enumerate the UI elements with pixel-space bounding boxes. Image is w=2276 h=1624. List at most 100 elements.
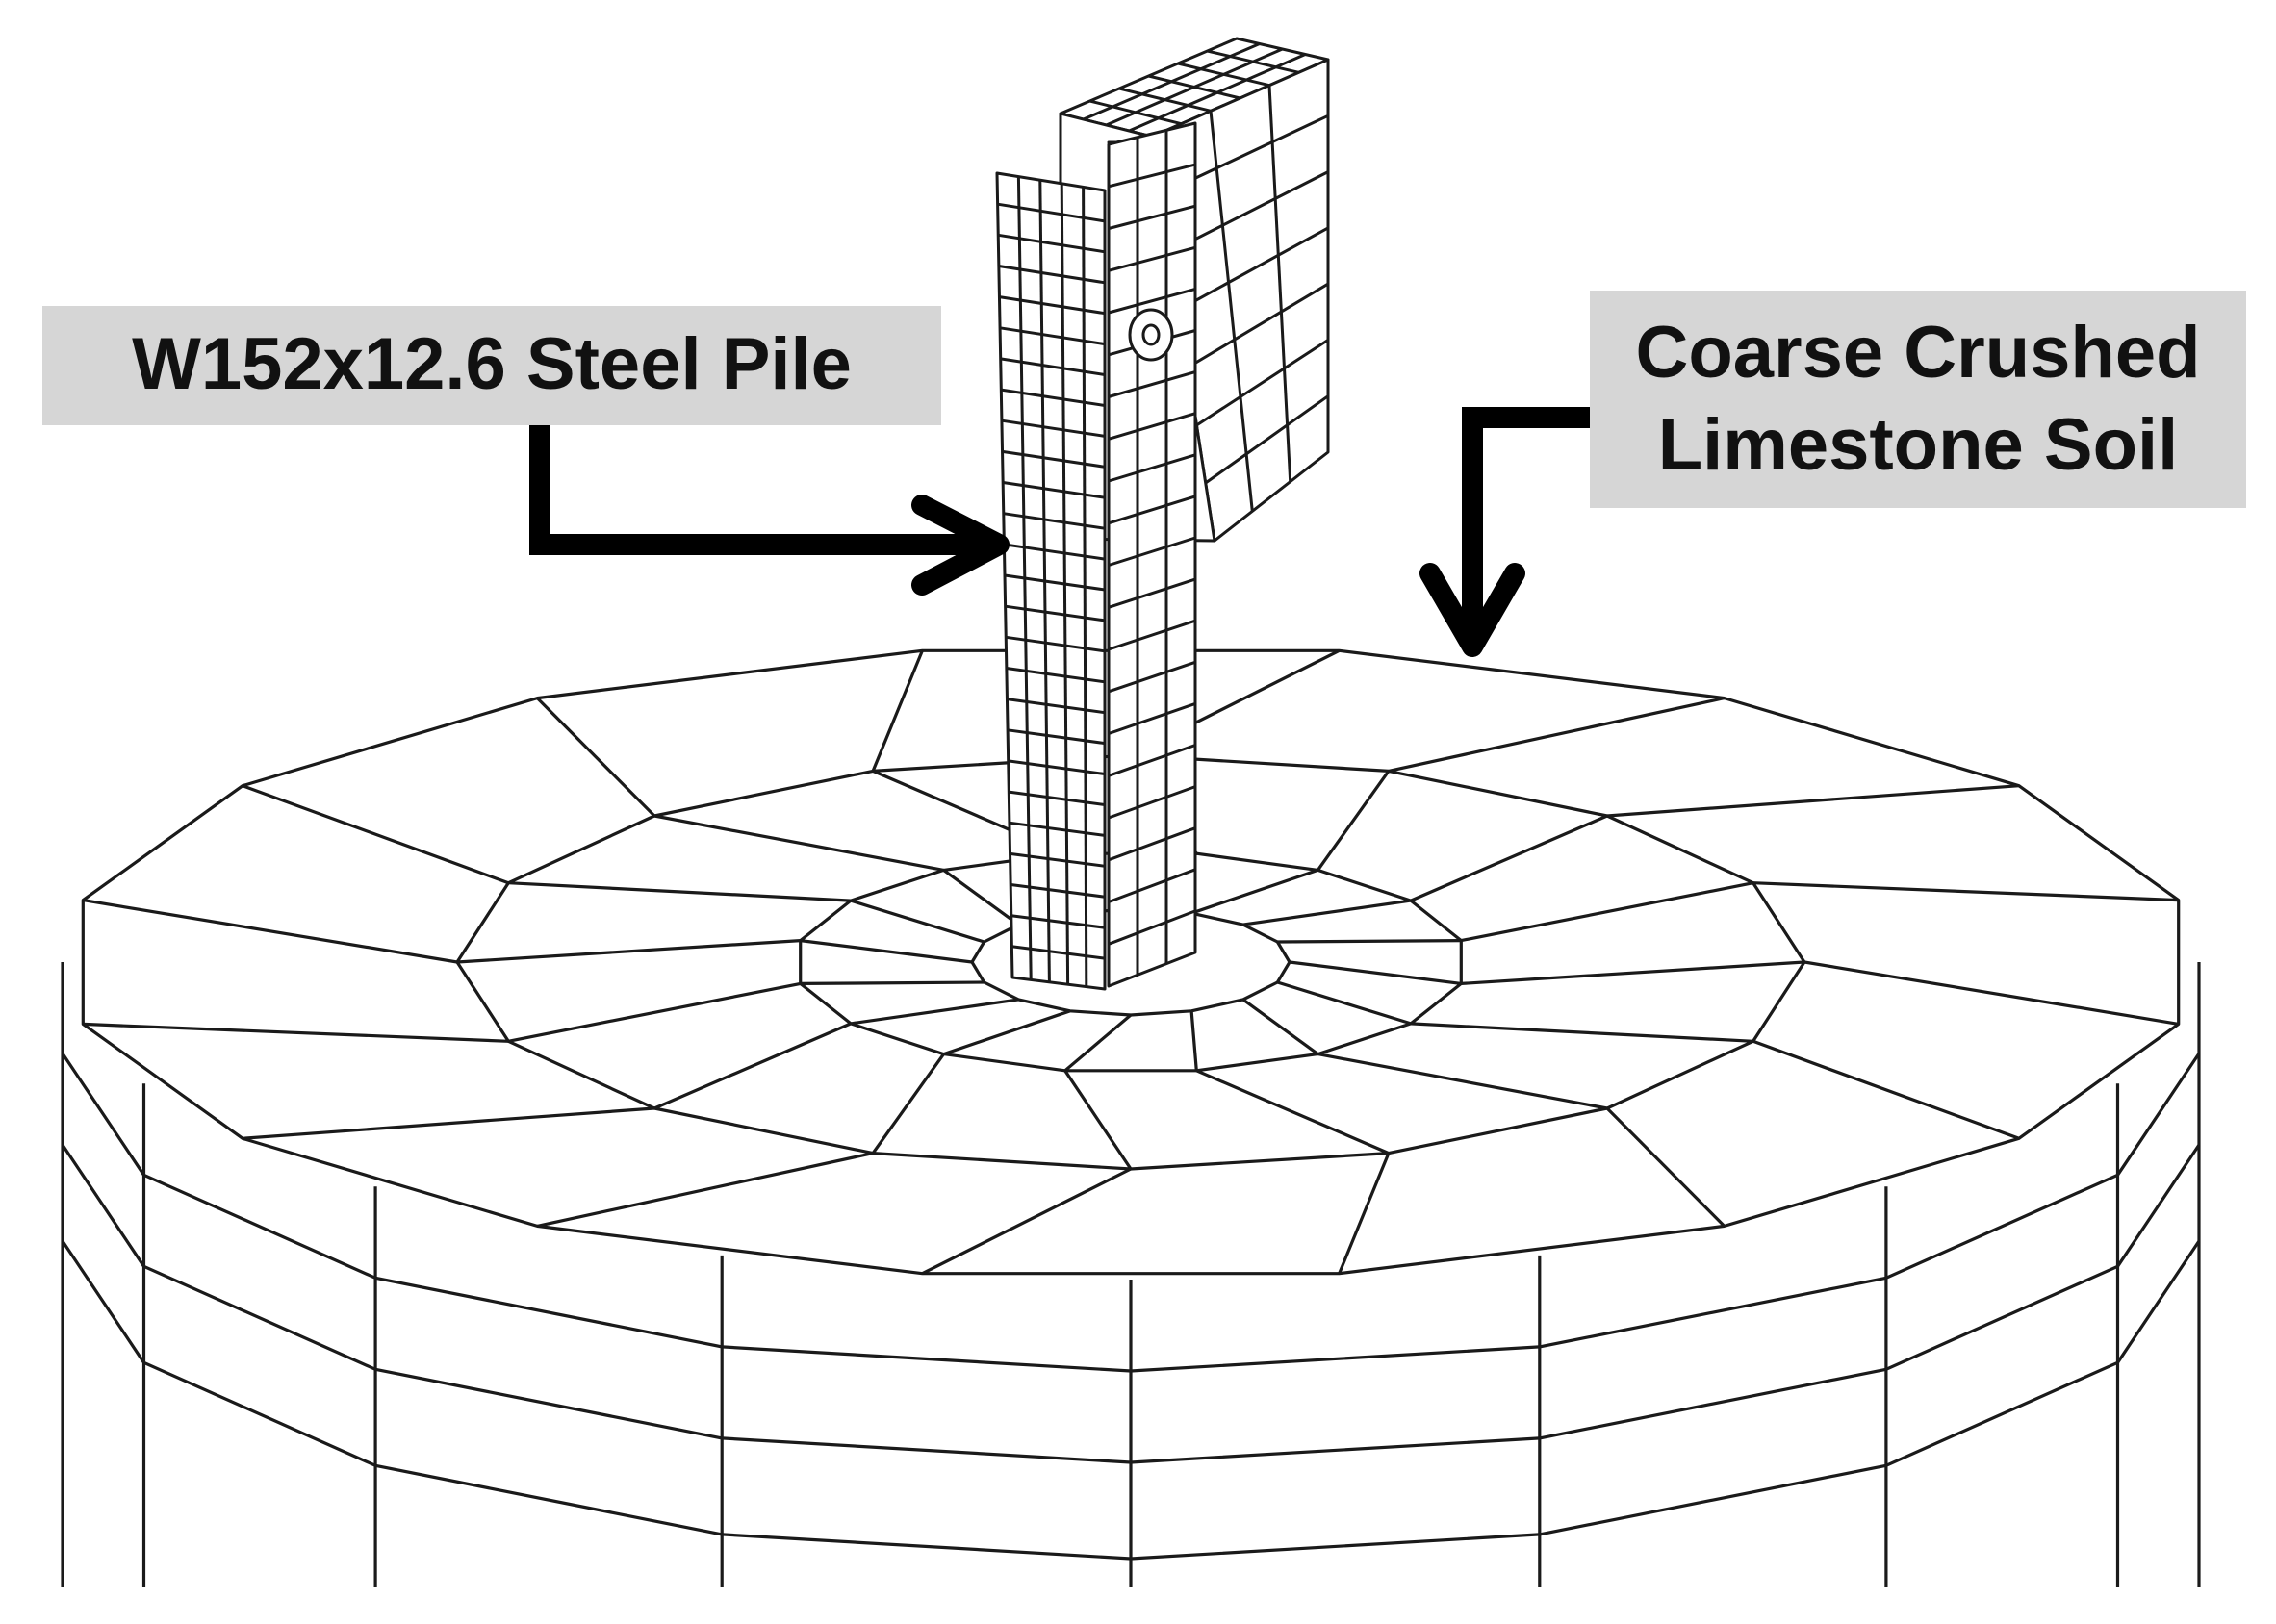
soil-mesh-spoke bbox=[1063, 1013, 1133, 1073]
pile-web-grid bbox=[1108, 868, 1196, 903]
pile-back-top-grid bbox=[1128, 53, 1306, 133]
pile-back-top-grid bbox=[1083, 42, 1261, 121]
pile-web-grid bbox=[1108, 204, 1196, 230]
load-point-marker-inner bbox=[1141, 323, 1161, 346]
soil-mesh-spoke bbox=[1317, 770, 1391, 872]
pile-front-flange-grid bbox=[1004, 543, 1106, 561]
pile-web-grid bbox=[1108, 909, 1196, 946]
soil-mesh-spoke bbox=[507, 981, 802, 1043]
pile-web-grid bbox=[1108, 453, 1196, 483]
pile-label: W152x12.6 Steel Pile bbox=[42, 306, 941, 425]
pile-label-arrow bbox=[529, 425, 991, 555]
soil-mesh-spoke bbox=[800, 980, 985, 985]
soil-mesh-spoke bbox=[1241, 998, 1319, 1055]
pile-front-flange-grid bbox=[1005, 604, 1106, 622]
soil-mesh-spoke bbox=[1317, 1053, 1608, 1110]
soil-mesh-spoke bbox=[1460, 881, 1754, 943]
soil-mesh-spoke bbox=[653, 814, 944, 872]
soil-mesh-spoke bbox=[1338, 1152, 1391, 1275]
pile-web-grid bbox=[1108, 163, 1196, 189]
soil-mesh-spoke bbox=[871, 1053, 945, 1155]
soil-mesh-spoke bbox=[871, 649, 924, 773]
soil-label-box bbox=[1590, 291, 2246, 508]
soil-mesh-spoke bbox=[942, 869, 1020, 926]
pile-arrowhead bbox=[911, 495, 1010, 596]
soil-mesh-spoke bbox=[921, 1167, 1132, 1276]
pile-label-box bbox=[42, 306, 941, 425]
pile-front-flange-grid bbox=[999, 295, 1106, 316]
soil-mesh-spoke bbox=[1388, 697, 1726, 773]
pile-front-flange-grid bbox=[1010, 883, 1106, 899]
pile-web-grid bbox=[1108, 577, 1196, 609]
pile-front-flange-grid bbox=[1010, 851, 1106, 868]
soil-mesh-spoke bbox=[1289, 960, 1462, 985]
soil-mesh-spoke bbox=[536, 697, 656, 818]
soil-mesh-spoke bbox=[1276, 980, 1412, 1026]
soil-mesh-spoke bbox=[83, 899, 458, 964]
pile-web-grid bbox=[1108, 536, 1196, 567]
soil-label-arrow bbox=[1462, 407, 1590, 643]
load-point-marker bbox=[1128, 308, 1174, 362]
soil-mesh-spoke bbox=[83, 1022, 509, 1043]
pile-web-grid bbox=[1108, 370, 1196, 398]
soil-mesh-spoke bbox=[1190, 868, 1318, 915]
soil-mesh-spoke bbox=[242, 784, 509, 885]
soil-mesh-spoke bbox=[1752, 1039, 2020, 1140]
pile-web-grid bbox=[1108, 619, 1196, 651]
soil-label: Coarse Crushed Limestone Soil bbox=[1590, 291, 2246, 508]
pile-front-flange-grid bbox=[1009, 790, 1106, 806]
soil-mesh-spoke bbox=[1606, 784, 2020, 818]
pile-web-grid bbox=[1108, 744, 1196, 777]
soil-mesh-spoke bbox=[242, 1106, 655, 1140]
pile-front-flange-grid bbox=[1008, 759, 1106, 775]
pile-web-grid bbox=[1108, 495, 1196, 525]
soil-mesh-spoke bbox=[850, 998, 1019, 1026]
pile-web-grid bbox=[1108, 245, 1196, 272]
soil-mesh-spoke bbox=[1461, 960, 1805, 985]
soil-label-line2: Limestone Soil bbox=[1658, 404, 2179, 486]
soil-mesh-spoke bbox=[850, 899, 985, 944]
pile-label-text: W152x12.6 Steel Pile bbox=[132, 323, 852, 405]
pile-front-flange-grid bbox=[999, 326, 1106, 346]
pile-front-flange-grid bbox=[1004, 573, 1106, 592]
pile-front-flange-grid bbox=[1007, 728, 1106, 746]
pile-back-right-grid bbox=[1267, 85, 1292, 482]
soil-mesh-spoke bbox=[1195, 1069, 1390, 1155]
pile-front-flange-grid bbox=[1001, 419, 1106, 438]
soil-mesh-spoke bbox=[1803, 960, 2179, 1026]
pile-front-flange-grid bbox=[1005, 635, 1106, 653]
soil-mesh-spoke bbox=[508, 881, 852, 902]
soil-mesh-layer-line bbox=[61, 1240, 2201, 1561]
soil-arrowhead bbox=[1419, 563, 1525, 657]
soil-label-line1: Coarse Crushed bbox=[1635, 312, 2200, 393]
soil-mesh-spoke bbox=[1189, 1010, 1198, 1071]
soil-mesh-spoke bbox=[800, 939, 973, 964]
steel-pile-mesh bbox=[995, 37, 1330, 991]
pile-front-flange-grid bbox=[1000, 357, 1106, 376]
soil-mesh-spoke bbox=[1242, 899, 1412, 926]
pile-front-flange-grid bbox=[1002, 449, 1106, 469]
soil-mesh-spoke bbox=[536, 1152, 874, 1228]
soil-mesh-spoke bbox=[1063, 1069, 1133, 1170]
pile-back-right-grid bbox=[1195, 339, 1329, 427]
soil-mesh-spoke bbox=[653, 1022, 852, 1110]
pile-back-right-grid bbox=[1178, 226, 1329, 312]
pile-web-grid bbox=[1108, 287, 1196, 315]
soil-mesh-spoke bbox=[456, 939, 801, 964]
pile-front-flange-grid bbox=[1001, 388, 1106, 407]
soil-mesh-spoke bbox=[1605, 1106, 1726, 1228]
pile-front-flange-grid bbox=[998, 265, 1106, 285]
pile-front-flange-grid bbox=[1009, 821, 1106, 837]
soil-mesh-spoke bbox=[943, 1009, 1071, 1056]
pile-web-grid bbox=[1108, 412, 1196, 441]
soil-mesh-layer-line bbox=[61, 1144, 2201, 1464]
pile-web-grid bbox=[1108, 785, 1196, 820]
soil-cylinder-mesh bbox=[61, 648, 2201, 1587]
pile-front-flange-grid bbox=[1007, 698, 1106, 715]
pile-front-flange-grid bbox=[997, 233, 1106, 254]
pile-front-flange-grid bbox=[1002, 481, 1106, 499]
pile-web-grid bbox=[1108, 701, 1196, 735]
soil-mesh-spoke bbox=[1277, 939, 1462, 944]
pile-back-right-grid bbox=[1209, 111, 1254, 512]
